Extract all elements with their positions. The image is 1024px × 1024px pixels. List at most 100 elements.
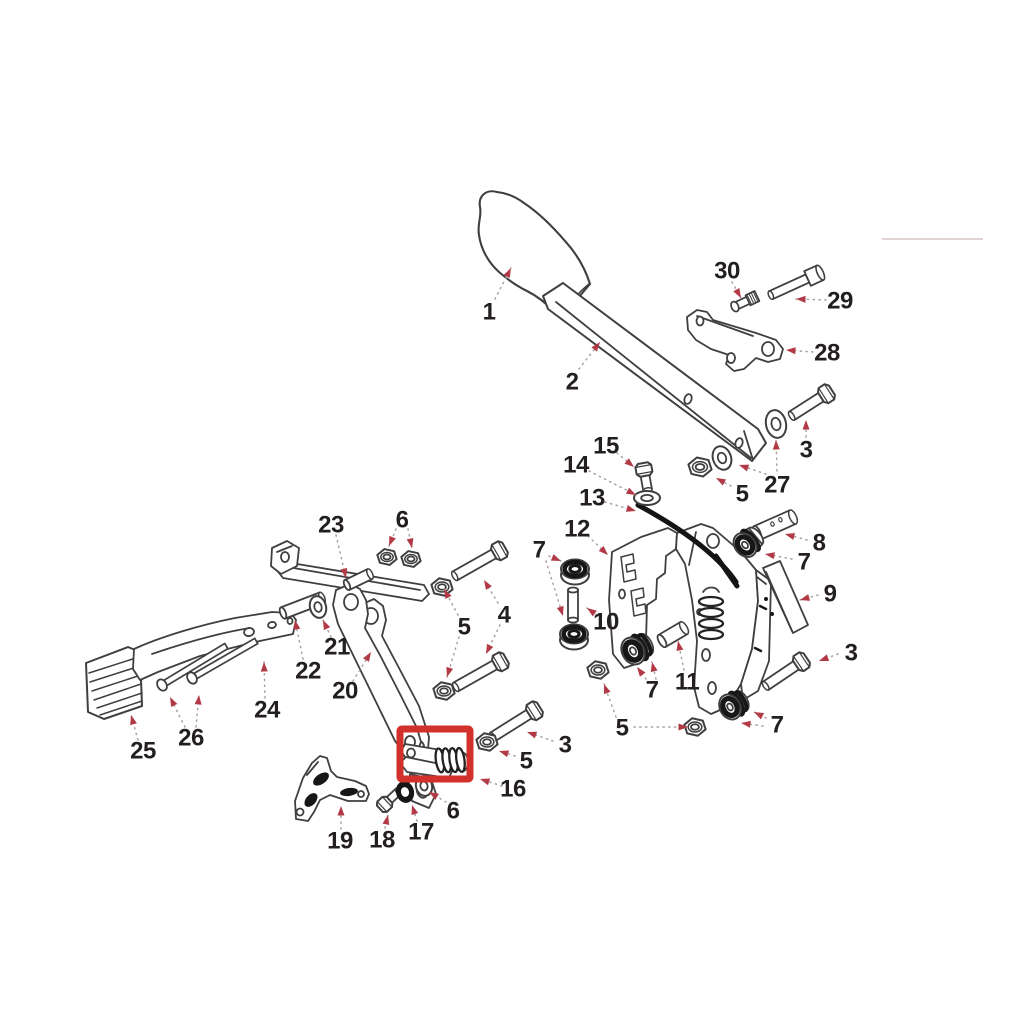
callout-part-7-31[interactable]: 7 [740, 709, 784, 739]
part-19-foot-bracket [294, 755, 370, 822]
callout-part-16-34[interactable]: 16 [479, 776, 526, 803]
part-5-nut-d [475, 732, 499, 752]
callout-part-11-28[interactable]: 11 [675, 640, 700, 696]
callout-part-25-26[interactable]: 25 [128, 714, 156, 765]
arrow-head-icon [130, 715, 137, 726]
highlight-box-part-16 [396, 725, 474, 783]
callout-part-6-17[interactable]: 6 [386, 507, 416, 549]
callout-part-12-11[interactable]: 12 [564, 516, 610, 558]
part-number-label: 1 [483, 299, 496, 326]
arrow-head-icon [429, 792, 439, 800]
part-number-label: 5 [520, 748, 533, 775]
part-number-label: 5 [736, 481, 749, 508]
part-10-spacer-tube [567, 586, 579, 624]
part-5-nut-b [430, 577, 454, 597]
part-number-label: 22 [295, 658, 321, 685]
part-number-label: 20 [332, 678, 358, 705]
arrow-head-icon [503, 268, 511, 279]
part-number-label: 11 [675, 669, 700, 696]
callout-part-28-4[interactable]: 28 [785, 340, 840, 367]
part-number-label: 23 [318, 512, 344, 539]
callout-part-3-32[interactable]: 3 [526, 729, 572, 759]
callout-part-3-27[interactable]: 3 [818, 640, 858, 667]
arrow-head-icon [637, 667, 646, 677]
callout-part-2-1[interactable]: 2 [566, 340, 603, 396]
arrow-head-icon [486, 643, 494, 654]
callout-part-17-36[interactable]: 17 [408, 804, 434, 846]
part-number-label: 30 [714, 258, 740, 285]
callout-part-7-29[interactable]: 7 [634, 661, 659, 704]
part-3-bolt-a [787, 383, 836, 422]
arrow-head-icon [624, 458, 634, 467]
arrow-head-icon [733, 288, 741, 298]
part-number-label: 15 [593, 433, 619, 460]
arrow-head-icon [739, 464, 750, 472]
part-2-lever-shaft [542, 282, 767, 462]
callout-part-13-10[interactable]: 13 [579, 485, 637, 515]
callout-part-4-20[interactable]: 4 [481, 578, 512, 655]
callout-part-1-0[interactable]: 1 [483, 266, 515, 326]
callout-part-30-2[interactable]: 30 [714, 258, 744, 300]
arrow-head-icon [194, 695, 202, 705]
callout-part-5-19[interactable]: 5 [441, 587, 471, 678]
part-25-pedal-pad [85, 646, 143, 720]
arrow-head-icon [170, 697, 178, 708]
callout-part-29-3[interactable]: 29 [795, 288, 853, 315]
callout-part-8-12[interactable]: 8 [784, 530, 826, 557]
callout-part-5-30[interactable]: 5 [601, 683, 689, 742]
callout-part-26-25[interactable]: 26 [167, 694, 204, 752]
callout-part-21-21[interactable]: 21 [320, 619, 350, 661]
part-28-bracket [686, 309, 784, 372]
part-6-nut-b [400, 550, 422, 568]
arrow-head-icon [444, 589, 452, 600]
part-26-carriage-bolt-b [186, 637, 259, 685]
part-7-bushing-a [560, 558, 590, 586]
part-30-bolt [730, 290, 761, 313]
callout-part-22-22[interactable]: 22 [292, 619, 321, 685]
part-15-bolt [634, 461, 654, 494]
callout-part-6-35[interactable]: 6 [427, 789, 460, 825]
part-14-washer [633, 490, 661, 506]
callout-part-15-8[interactable]: 15 [593, 433, 636, 470]
arrow-head-icon [819, 654, 830, 662]
part-number-label: 7 [646, 677, 659, 704]
callout-part-20-23[interactable]: 20 [332, 650, 374, 705]
part-number-label: 2 [566, 369, 579, 396]
arrow-head-icon [556, 605, 564, 616]
part-number-label: 27 [764, 472, 790, 499]
callout-part-7-15[interactable]: 7 [533, 537, 567, 618]
arrow-head-icon [765, 552, 775, 560]
arrow-head-icon [603, 684, 611, 695]
part-number-label: 21 [324, 634, 350, 661]
callout-part-7-13[interactable]: 7 [764, 549, 811, 576]
arrow-head-icon [411, 805, 419, 816]
callout-part-27-6[interactable]: 27 [738, 439, 790, 499]
part-3-bolt-c [761, 651, 811, 691]
arrow-head-icon [337, 806, 345, 816]
part-26-carriage-bolt-a [156, 642, 229, 692]
arrow-head-icon [772, 440, 780, 450]
callout-part-5-33[interactable]: 5 [498, 748, 533, 775]
arrow-head-icon [550, 554, 561, 561]
part-number-label: 14 [563, 452, 590, 479]
arrow-head-icon [802, 420, 810, 430]
callout-part-9-14[interactable]: 9 [799, 581, 837, 608]
callout-part-5-7[interactable]: 5 [714, 475, 749, 508]
part-23-pivot-pin [342, 568, 375, 591]
part-11-pin [656, 621, 690, 649]
part-16-coil-spring [434, 746, 466, 774]
part-number-label: 12 [564, 516, 590, 543]
part-4-bolt-a [450, 540, 509, 582]
part-27-washer-a [764, 409, 788, 439]
callout-part-24-24[interactable]: 24 [254, 661, 281, 724]
part-number-label: 24 [254, 697, 281, 724]
callout-part-19-38[interactable]: 19 [327, 805, 353, 855]
callout-part-3-5[interactable]: 3 [800, 419, 813, 464]
callout-part-10-16[interactable]: 10 [585, 605, 619, 636]
callout-part-14-9[interactable]: 14 [563, 452, 637, 499]
arrow-head-icon [389, 535, 396, 546]
callout-part-18-37[interactable]: 18 [369, 814, 395, 854]
part-5-nut-f [683, 717, 707, 737]
callout-part-23-18[interactable]: 23 [318, 512, 349, 579]
